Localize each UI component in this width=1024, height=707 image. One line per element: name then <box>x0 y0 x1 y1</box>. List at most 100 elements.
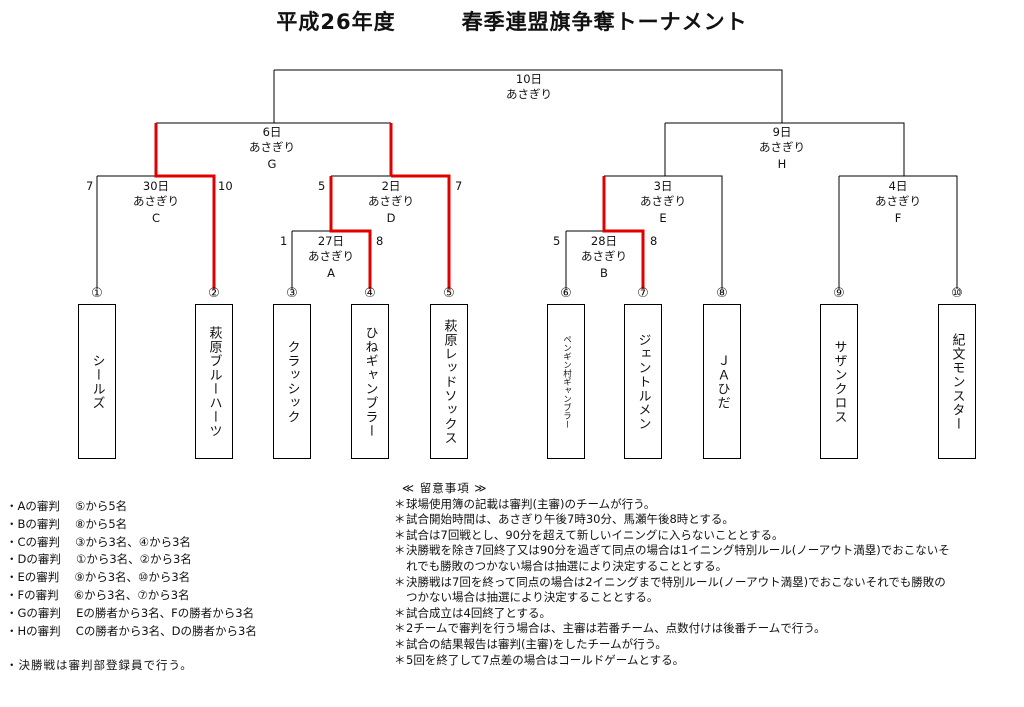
score-c-left: 7 <box>86 179 94 193</box>
note-item: ＊5回を終了して7点差の場合はコールドゲームとする。 <box>394 653 954 669</box>
game-f-label: 4日 あさぎり F <box>858 179 938 226</box>
game-venue: あさぎり <box>875 194 921 208</box>
score-a-right: 8 <box>376 234 384 248</box>
asterisk-icon: ＊ <box>394 527 406 542</box>
team-box-8: ＪＡひだ <box>703 304 741 459</box>
winner-path-7 <box>602 176 645 289</box>
note-item: ＊決勝戦は7回を終って同点の場合は2イニングまで特別ルール(ノーアウト満塁)でお… <box>394 575 954 606</box>
team-number-5: ⑤ <box>443 286 455 301</box>
note-text: 試合成立は4回終了とする。 <box>406 605 551 620</box>
team-number-6: ⑥ <box>560 286 572 301</box>
umpire-row: ・Eの審判 ⑨から3名、⑩から3名 <box>6 570 191 585</box>
team-number-1: ① <box>91 286 103 301</box>
note-text: 決勝戦は7回を終って同点の場合は2イニングまで特別ルール(ノーアウト満塁)でおこ… <box>406 574 946 605</box>
score-d-right: 7 <box>455 179 463 193</box>
bracket-line-h <box>664 122 905 176</box>
notes-section: ≪ 留意事項 ≫ ＊球場使用簿の記載は審判(主審)のチームが行う。 ＊試合開始時… <box>394 481 954 668</box>
game-venue: あさぎり <box>640 194 686 208</box>
team-box-3: クラッシック <box>273 304 311 459</box>
game-date: 6日 <box>262 125 282 139</box>
score-d-left: 5 <box>318 179 326 193</box>
note-item: ＊試合開始時間は、あさぎり午後7時30分、馬瀬午後8時とする。 <box>394 512 954 528</box>
team-number-2: ② <box>208 286 220 301</box>
game-venue: あさぎり <box>249 140 295 154</box>
game-venue: あさぎり <box>308 249 354 263</box>
note-text: 試合開始時間は、あさぎり午後7時30分、馬瀬午後8時とする。 <box>406 512 734 527</box>
team-name: 紀文モンスター <box>949 332 965 431</box>
game-final-label: 10日 あさぎり <box>489 72 569 102</box>
score-b-left: 5 <box>553 234 561 248</box>
bracket-line-final <box>273 69 783 123</box>
game-venue: あさぎり <box>368 194 414 208</box>
team-number-4: ④ <box>364 286 376 301</box>
asterisk-icon: ＊ <box>394 496 406 511</box>
game-letter: G <box>267 157 277 171</box>
team-box-2: 萩原ブルーハーツ <box>195 304 233 459</box>
asterisk-icon: ＊ <box>394 636 406 651</box>
game-g-label: 6日 あさぎり G <box>232 125 312 172</box>
team-box-6: ペンギン村ギャンブラー <box>547 304 585 459</box>
asterisk-icon: ＊ <box>394 574 406 589</box>
team-name: ペンギン村ギャンブラー <box>561 334 572 429</box>
umpire-row: ・Bの審判 ⑧から5名 <box>6 516 128 531</box>
asterisk-icon: ＊ <box>394 652 406 667</box>
game-e-label: 3日 あさぎり E <box>623 179 703 226</box>
game-venue: あさぎり <box>133 194 179 208</box>
umpire-row: ・Cの審判 ③から3名、④から3名 <box>6 534 191 549</box>
game-date: 9日 <box>772 125 792 139</box>
team-box-10: 紀文モンスター <box>938 304 976 459</box>
note-text: 5回を終了して7点差の場合はコールドゲームとする。 <box>406 652 685 667</box>
umpire-row: ・Aの審判 ⑤から5名 <box>6 499 128 513</box>
game-letter: B <box>600 266 608 280</box>
game-d-label: 2日 あさぎり D <box>351 179 431 226</box>
team-name: 萩原レッドソックス <box>441 318 457 445</box>
team-name: クラッシック <box>284 339 300 424</box>
umpire-row: ・Gの審判 Eの勝者から3名、Fの勝者から3名 <box>6 605 255 620</box>
winner-path-5 <box>391 174 451 289</box>
page-title: 平成26年度 春季連盟旗争奪トーナメント <box>276 10 748 34</box>
umpire-row: ・Dの審判 ①から3名、②から3名 <box>6 552 192 567</box>
note-item: ＊決勝戦を除き7回終了又は90分を過ぎて同点の場合は1イニング特別ルール(ノーア… <box>394 543 954 574</box>
team-box-7: ジェントルメン <box>624 304 662 459</box>
notes-title: ≪ 留意事項 ≫ <box>402 481 488 495</box>
note-text: 試合の結果報告は審判(主審)をしたチームが行う。 <box>406 636 667 651</box>
game-a-label: 27日 あさぎり A <box>291 234 371 281</box>
umpire-row: ・Hの審判 Cの勝者から3名、Dの勝者から3名 <box>6 623 257 638</box>
umpire-assignments: ・Aの審判 ⑤から5名 ・Bの審判 ⑧から5名 ・Cの審判 ③から3名、④から3… <box>6 498 257 640</box>
winner-path-2 <box>154 123 216 289</box>
note-item: ＊試合成立は4回終了とする。 <box>394 606 954 622</box>
note-item: ＊試合の結果報告は審判(主審)をしたチームが行う。 <box>394 637 954 653</box>
team-number-3: ③ <box>286 286 298 301</box>
note-text: 試合は7回戦とし、90分を超えて新しいイニングに入らないこととする。 <box>406 527 784 542</box>
game-venue: あさぎり <box>581 249 627 263</box>
note-item: ＊試合は7回戦とし、90分を超えて新しいイニングに入らないこととする。 <box>394 528 954 544</box>
asterisk-icon: ＊ <box>394 543 406 558</box>
game-date: 10日 <box>515 72 543 86</box>
team-box-9: サザンクロス <box>820 304 858 459</box>
game-date: 2日 <box>381 179 401 193</box>
asterisk-icon: ＊ <box>394 621 406 636</box>
team-number-8: ⑧ <box>716 286 728 301</box>
game-date: 4日 <box>888 179 908 193</box>
umpire-row: ・Fの審判 ⑥から3名、⑦から3名 <box>6 587 190 602</box>
team-name: ＪＡひだ <box>714 353 730 410</box>
team-name: サザンクロス <box>831 339 847 424</box>
team-box-5: 萩原レッドソックス <box>430 304 468 459</box>
team-name: ひねギャンブラー <box>362 325 378 438</box>
bracket-line-e <box>604 175 723 289</box>
team-box-1: シールズ <box>78 304 116 459</box>
game-letter: E <box>659 211 667 225</box>
note-item: ＊球場使用簿の記載は審判(主審)のチームが行う。 <box>394 497 954 513</box>
game-venue: あさぎり <box>506 87 552 101</box>
game-date: 30日 <box>142 179 170 193</box>
note-text: 球場使用簿の記載は審判(主審)のチームが行う。 <box>406 496 656 511</box>
game-letter: F <box>894 211 902 225</box>
team-name: ジェントルメン <box>635 332 651 431</box>
final-umpire-note: ・決勝戦は審判部登録員で行う。 <box>6 658 193 672</box>
note-text: 2チームで審判を行う場合は、主審は若番チーム、点数付けは後番チームで行う。 <box>406 621 826 636</box>
game-letter: A <box>327 266 335 280</box>
team-name: シールズ <box>89 353 105 410</box>
score-a-left: 1 <box>280 234 288 248</box>
game-date: 3日 <box>653 179 673 193</box>
team-name: 萩原ブルーハーツ <box>206 325 222 438</box>
